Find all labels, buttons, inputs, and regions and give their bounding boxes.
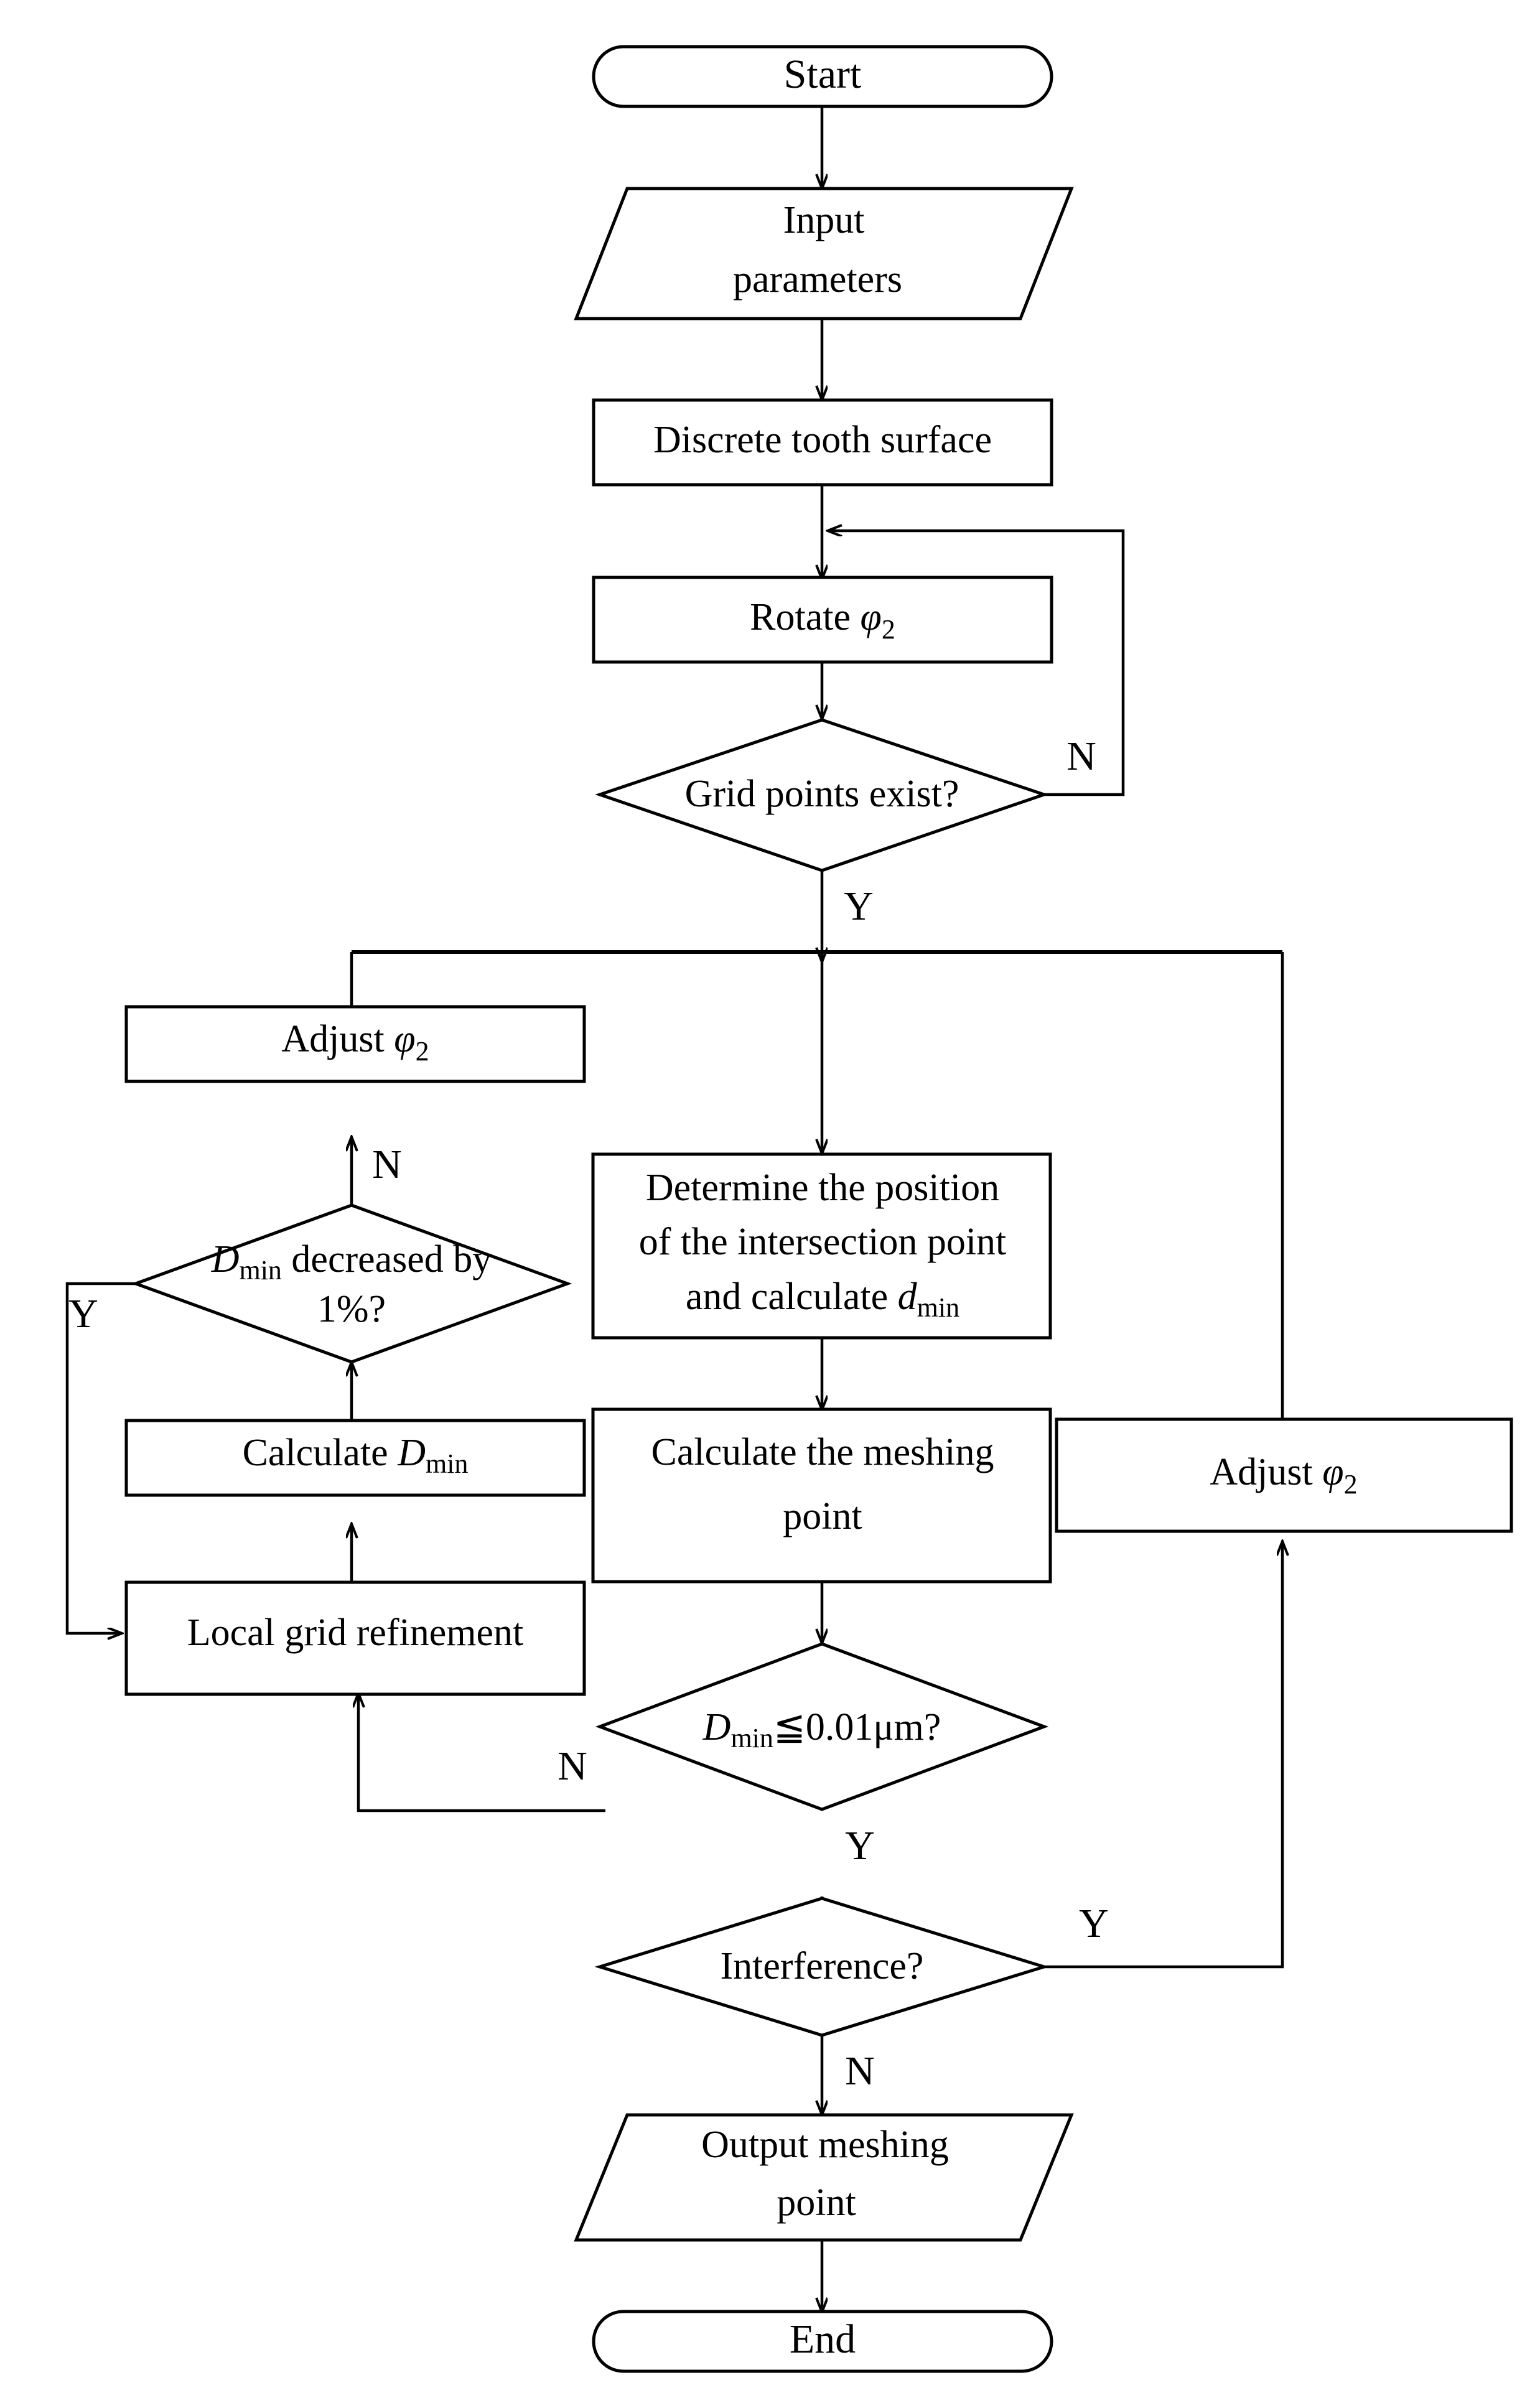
node-output[interactable]: [574, 2113, 1074, 2242]
dmin-subscript: min: [239, 1255, 281, 1285]
node-calculate-dmin-label: Calculate Dmin: [243, 1432, 469, 1479]
node-dmin-decreased-line2: 1%?: [317, 1288, 386, 1330]
node-end-label: End: [790, 2316, 856, 2362]
edge-grid-no-loop: [828, 531, 1125, 796]
phi-subscript: 2: [1344, 1469, 1358, 1500]
branch-label-interference-yes: Y: [1079, 1901, 1109, 1946]
node-determine-line2: of the intersection point: [639, 1221, 1007, 1263]
node-determine-line3: and calculate dmin: [686, 1276, 959, 1323]
node-dmin-decreased-line1: Dmin decreased by: [211, 1238, 492, 1285]
dmin-var: D: [397, 1432, 426, 1474]
node-discrete-tooth-surface[interactable]: [592, 398, 1053, 487]
node-interference[interactable]: [594, 1896, 1050, 2037]
node-determine[interactable]: [591, 1152, 1052, 1340]
dmin-subscript: min: [730, 1723, 773, 1753]
node-adjust-right-label: Adjust φ2: [1210, 1451, 1357, 1500]
node-input[interactable]: [574, 187, 1074, 320]
node-calcmesh-line2: point: [783, 1495, 862, 1537]
node-local-refine-label: Local grid refinement: [187, 1612, 524, 1654]
node-rotate-label: Rotate φ2: [750, 596, 895, 645]
branch-label-interference-no: N: [845, 2048, 875, 2094]
node-input-label-line2: parameters: [733, 258, 902, 301]
node-adjust-right[interactable]: [1055, 1417, 1513, 1533]
node-determine-text: and calculate: [686, 1276, 898, 1318]
branch-label-dmintol-yes: Y: [845, 1823, 875, 1868]
branch-label-grid-yes: Y: [844, 884, 874, 929]
dmin-value: 0.01: [806, 1706, 874, 1748]
branch-label-dmindec-no: N: [372, 1142, 402, 1187]
node-input-label-line1: Input: [783, 199, 865, 241]
node-dmin-tolerance-label: Dmin≦0.01μm?: [702, 1706, 941, 1753]
node-discrete-label: Discrete tooth surface: [653, 419, 992, 461]
dmin-subscript: min: [917, 1292, 959, 1323]
node-dmin-tolerance[interactable]: [595, 1642, 1049, 1811]
phi-symbol: φ: [394, 1018, 415, 1060]
node-grid-points-exist[interactable]: [595, 718, 1049, 872]
branch-label-dmintol-no: N: [558, 1743, 587, 1789]
node-interference-label: Interference?: [721, 1945, 924, 1987]
dmin-unit: μm?: [873, 1706, 941, 1748]
node-adjust-left-label: Adjust φ2: [281, 1018, 429, 1066]
node-adjust-left[interactable]: [124, 1005, 586, 1083]
node-rotate[interactable]: [592, 576, 1053, 664]
phi-subscript: 2: [882, 614, 895, 645]
dmin-var: d: [898, 1276, 918, 1318]
node-calcmesh-line1: Calculate the meshing: [651, 1431, 994, 1473]
node-determine-line1: Determine the position: [646, 1167, 999, 1209]
node-rotate-text: Rotate: [750, 596, 860, 638]
dmin-rest: decreased by: [282, 1238, 492, 1281]
phi-symbol: φ: [861, 596, 882, 638]
node-local-grid-refinement[interactable]: [124, 1580, 586, 1696]
branch-label-dmindec-yes: Y: [68, 1291, 98, 1337]
node-output-line1: Output meshing: [701, 2124, 949, 2166]
node-calcdmin-text: Calculate: [243, 1432, 398, 1474]
node-adjust-right-text: Adjust: [1210, 1451, 1322, 1493]
node-start-label: Start: [784, 52, 862, 97]
edge-interference-yes-loop: [1044, 1542, 1282, 1969]
dmin-var: D: [702, 1706, 731, 1748]
node-end[interactable]: [592, 2310, 1053, 2373]
edge-dmintol-no-loop: [358, 1694, 605, 1812]
edge-dmindec-yes-loop: [65, 1282, 136, 1633]
node-start[interactable]: [592, 45, 1053, 108]
node-adjust-left-text: Adjust: [281, 1018, 394, 1060]
node-calculate-dmin[interactable]: [124, 1419, 586, 1497]
dmin-subscript: min: [426, 1449, 468, 1479]
phi-symbol: φ: [1322, 1451, 1343, 1493]
node-output-line2: point: [777, 2181, 856, 2224]
node-dmin-decreased[interactable]: [131, 1203, 572, 1364]
node-grid-label: Grid points exist?: [685, 773, 959, 815]
phi-subscript: 2: [416, 1036, 429, 1066]
dmin-var: D: [211, 1238, 240, 1281]
branch-label-grid-no: N: [1066, 734, 1096, 779]
dmin-operator: ≦: [773, 1706, 806, 1748]
node-calculate-meshing-point[interactable]: [591, 1407, 1052, 1584]
